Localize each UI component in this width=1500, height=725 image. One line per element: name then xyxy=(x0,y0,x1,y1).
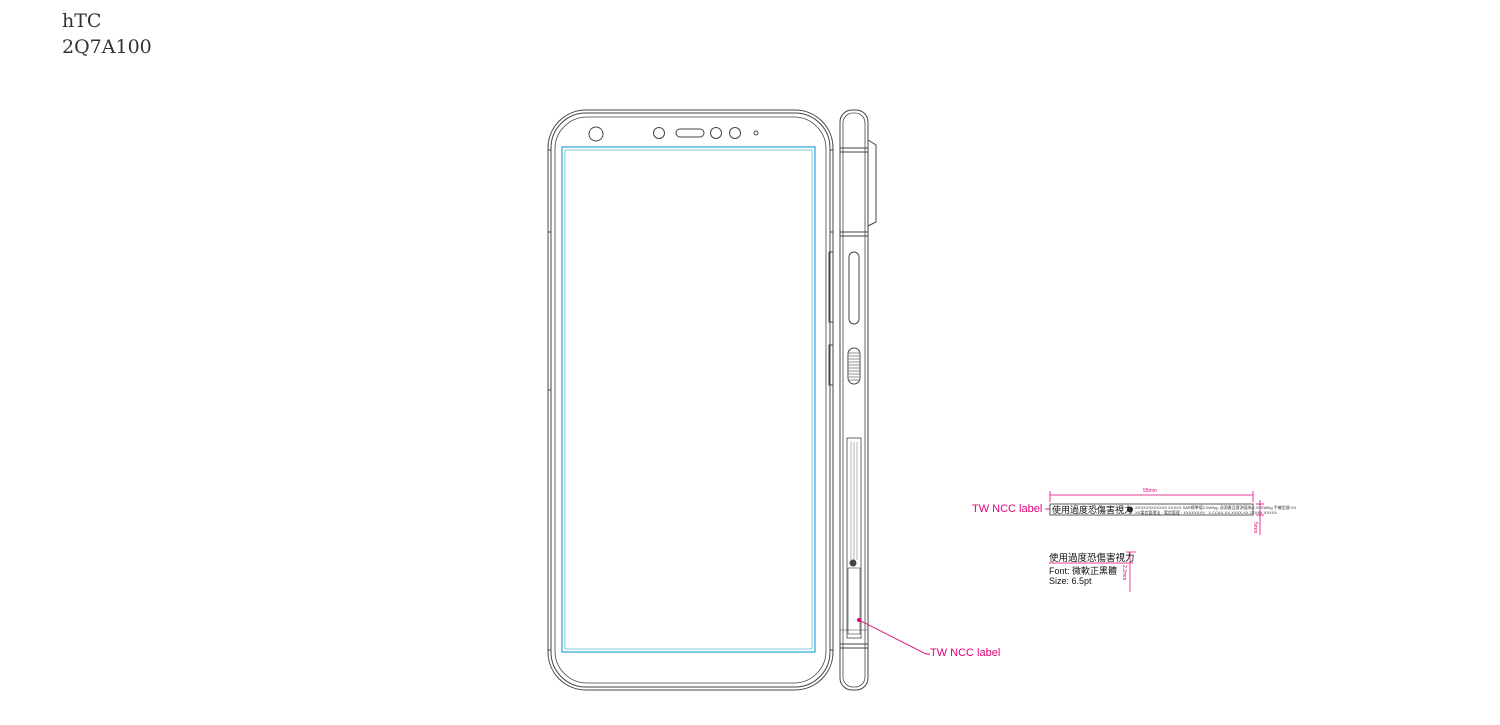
font-sample-text: 使用過度恐傷害視力 xyxy=(1049,553,1135,564)
phone-side-view xyxy=(839,109,877,691)
ncc-fine-print-1: XXXXXXXXXXXX XXXXX SAR標準值2.0W/kg; 送測產品實測… xyxy=(1135,505,1297,510)
dot-icon xyxy=(753,130,759,136)
label-logo-icon xyxy=(849,559,857,567)
power-button-front xyxy=(828,344,834,386)
ncc-fine-print-2: XX電信管理法 · 電信管理 · XXXXXXXX · X CCAX-XX-XX… xyxy=(1135,510,1278,515)
font-size-line: Size: 6.5pt xyxy=(1049,576,1092,586)
side-warning-box xyxy=(847,567,861,635)
speaker-grille-icon xyxy=(847,347,861,385)
sensor-icon xyxy=(653,127,665,139)
front-inner-frame xyxy=(550,112,831,688)
front-screen-inner xyxy=(564,149,813,650)
side-ncc-label-box xyxy=(846,437,862,639)
callout-leader xyxy=(858,619,930,655)
ncc-label-strip xyxy=(1049,503,1254,516)
font-height-dimension-label: 2.2mm xyxy=(1121,565,1127,581)
camera-bump xyxy=(867,139,877,227)
label-logo-icon xyxy=(1127,506,1133,513)
side-callout-label: TW NCC label xyxy=(930,647,1001,659)
volume-button-front xyxy=(828,251,834,323)
ncc-label-detail xyxy=(1045,491,1264,535)
side-outer xyxy=(839,109,869,691)
phone-front-view xyxy=(547,109,834,691)
front-outer-frame xyxy=(547,109,834,691)
font-name-line: Font: 微軟正黑體 xyxy=(1049,566,1118,576)
brand-block: hTC 2Q7A100 xyxy=(62,8,152,60)
detail-callout-label: TW NCC label xyxy=(972,503,1043,515)
side-callout xyxy=(857,618,930,655)
model-number: 2Q7A100 xyxy=(62,36,152,58)
sim-tray-icon xyxy=(848,251,860,325)
ncc-warning-text: 使用過度恐傷害視力 xyxy=(1052,505,1134,515)
width-dimension-label: 55mm xyxy=(1143,488,1157,494)
sensor-icon xyxy=(710,127,722,139)
side-inner xyxy=(842,112,866,688)
brand-name: hTC xyxy=(62,10,102,32)
height-dimension-label: 5mm xyxy=(1252,522,1258,534)
sensor-icon xyxy=(729,127,741,139)
front-camera-icon xyxy=(588,126,604,142)
font-spec-detail xyxy=(1049,551,1136,592)
front-bezel xyxy=(554,116,827,684)
front-screen xyxy=(561,146,816,653)
earpiece-icon xyxy=(675,128,705,138)
